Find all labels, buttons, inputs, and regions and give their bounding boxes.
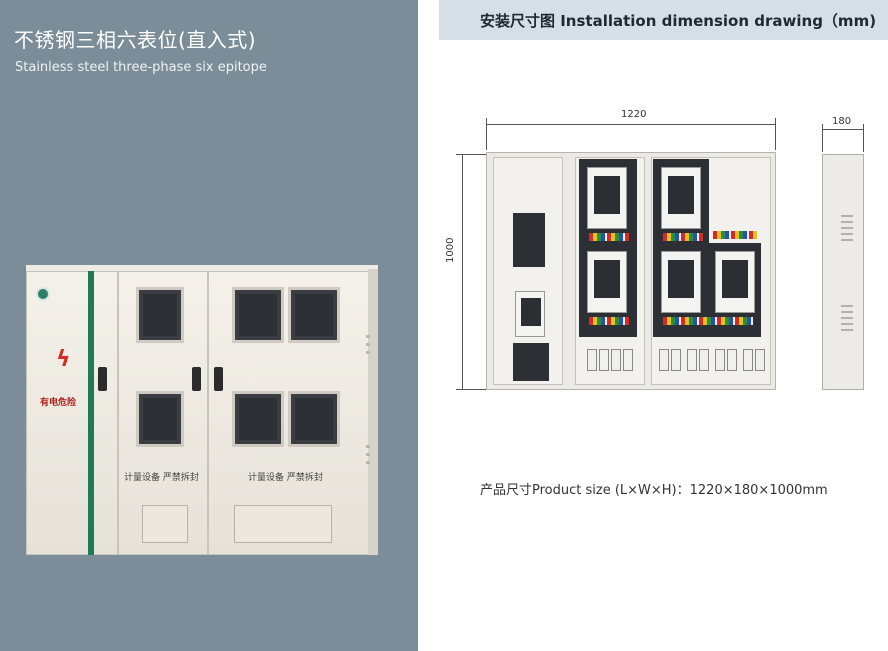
cable-slot <box>142 505 188 543</box>
high-voltage-icon: ϟ <box>56 347 71 372</box>
meter-window <box>136 391 184 447</box>
height-label: 1000 <box>445 237 456 263</box>
side-view-drawing <box>822 154 864 390</box>
product-size-text: 产品尺寸Product size (L×W×H)：1220×180×1000mm <box>480 483 828 498</box>
danger-warning-text: 有电危险 <box>40 398 77 408</box>
meter-unit <box>661 251 701 313</box>
product-title-en: Stainless steel three-phase six epitope <box>15 60 267 75</box>
cabinet-compartment <box>493 157 563 385</box>
terminal-block <box>513 343 549 381</box>
meter-unit <box>715 251 755 313</box>
cable-slot <box>234 505 332 543</box>
section-header-bar <box>439 0 888 40</box>
depth-label: 180 <box>832 116 852 127</box>
depth-dimension-line <box>822 129 864 130</box>
seal-notice-right: 计量设备 严禁拆封 <box>248 473 323 483</box>
meter-window <box>232 391 284 447</box>
meter-window <box>288 391 340 447</box>
seal-notice-left: 计量设备 严禁拆封 <box>124 473 199 483</box>
meter-cabinet-photo: ϟ 有电危险 计量设备 严禁拆封 计量设备 严禁拆封 <box>26 265 378 557</box>
product-title-cn: 不锈钢三相六表位(直入式) <box>14 28 257 52</box>
cabinet-door-left <box>26 271 118 555</box>
meter-unit <box>587 167 627 229</box>
logo-icon <box>36 287 50 301</box>
section-header: 安装尺寸图 Installation dimension drawing（mm) <box>480 12 877 30</box>
width-label: 1220 <box>621 109 647 120</box>
cabinet-green-stripe <box>88 271 94 555</box>
product-photo-panel: 不锈钢三相六表位(直入式) Stainless steel three-phas… <box>0 0 418 651</box>
meter-unit <box>661 167 701 229</box>
cabinet-side <box>368 269 378 555</box>
height-dimension-line <box>462 154 463 390</box>
door-handle <box>192 367 201 391</box>
width-dimension-line <box>486 124 776 125</box>
main-breaker <box>513 213 545 267</box>
meter-window <box>288 287 340 343</box>
door-handle <box>214 367 223 391</box>
front-view-drawing <box>486 152 776 390</box>
meter-window <box>232 287 284 343</box>
door-handle <box>98 367 107 391</box>
meter-unit <box>587 251 627 313</box>
meter-window <box>136 287 184 343</box>
